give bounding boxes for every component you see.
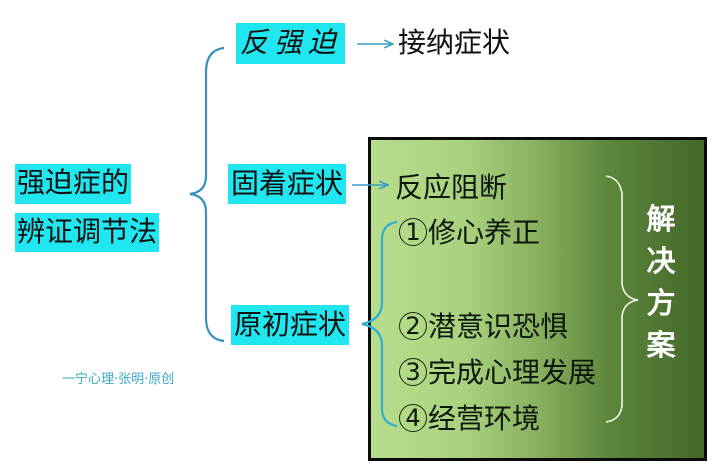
item-3-text: 完成心理发展 bbox=[428, 356, 597, 389]
solution-brace-icon bbox=[605, 175, 639, 423]
item-2-text: 潜意识恐惧 bbox=[428, 310, 569, 343]
circled-number-3: 3 bbox=[399, 358, 427, 386]
branch-fixed-symptoms: 固着症状 bbox=[228, 164, 347, 204]
branch-anti-obsession: 反强迫 bbox=[236, 23, 346, 64]
circled-number-4: 4 bbox=[399, 404, 427, 432]
inner-brace-icon bbox=[361, 220, 398, 428]
solution-char-2: 决 bbox=[646, 244, 676, 278]
solution-char-4: 案 bbox=[646, 328, 676, 362]
item-1-text: 修心养正 bbox=[428, 216, 541, 249]
solution-char-3: 方 bbox=[646, 286, 676, 320]
main-brace-icon bbox=[189, 46, 225, 343]
node-accept-symptoms: 接纳症状 bbox=[398, 26, 511, 59]
root-title-line1: 强迫症的 bbox=[15, 164, 132, 204]
solution-char-1: 解 bbox=[646, 202, 676, 236]
item-response-blocking: 反应阻断 bbox=[395, 171, 508, 204]
solution-label: 解 决 方 案 bbox=[643, 198, 679, 366]
branch-original-symptoms: 原初症状 bbox=[231, 305, 350, 345]
circled-number-1: 1 bbox=[399, 218, 427, 246]
root-title-line2: 辨证调节法 bbox=[15, 213, 160, 252]
item-4-text: 经营环境 bbox=[428, 402, 541, 435]
watermark: 一宁心理·张明·原创 bbox=[62, 372, 175, 387]
circled-number-2: 2 bbox=[399, 312, 427, 340]
